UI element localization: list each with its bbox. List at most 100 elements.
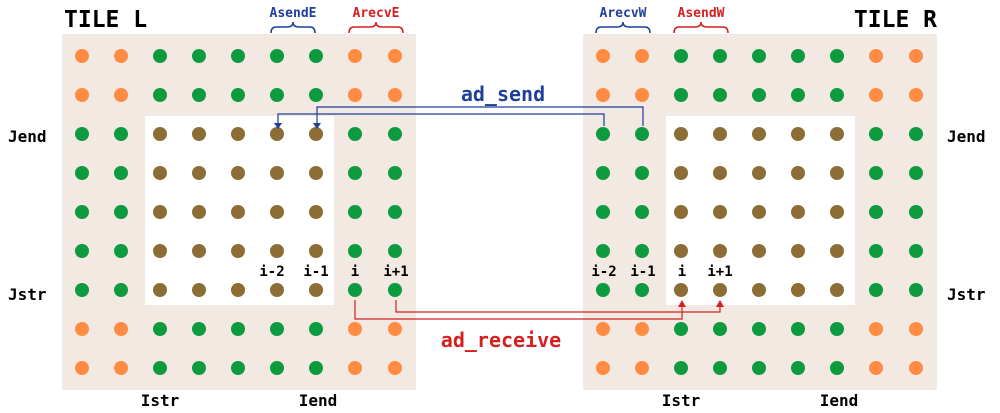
tile-right-dots	[596, 49, 923, 375]
grid-dot-right-r2-c5	[791, 127, 805, 141]
grid-dot-right-r3-c3	[713, 166, 727, 180]
grid-dot-right-r2-c4	[752, 127, 766, 141]
ad-send-arrowhead-2	[313, 123, 321, 129]
grid-dot-left-r0-c6	[309, 49, 323, 63]
grid-dot-right-r7-c0	[596, 322, 610, 336]
grid-dot-right-r0-c7	[869, 49, 883, 63]
grid-dot-left-r3-c4	[231, 166, 245, 180]
grid-dot-left-r4-c8	[388, 205, 402, 219]
brace-left-send	[270, 21, 316, 34]
grid-dot-left-r5-c0	[75, 244, 89, 258]
grid-dot-left-r5-c2	[153, 244, 167, 258]
grid-dot-left-r3-c3	[192, 166, 206, 180]
grid-dot-right-r2-c2	[674, 127, 688, 141]
grid-dot-left-r5-c3	[192, 244, 206, 258]
grid-dot-left-r6-c7	[348, 283, 362, 297]
grid-dot-right-r7-c4	[752, 322, 766, 336]
index-left-3: i+1	[383, 264, 408, 280]
grid-dot-left-r5-c8	[388, 244, 402, 258]
grid-dot-left-r7-c0	[75, 322, 89, 336]
grid-dot-right-r1-c0	[596, 88, 610, 102]
grid-dot-left-r8-c1	[114, 361, 128, 375]
brace-right-send	[673, 21, 729, 34]
grid-dot-left-r2-c6	[309, 127, 323, 141]
grid-dot-left-r3-c8	[388, 166, 402, 180]
ad-receive-arrowhead-2	[716, 300, 724, 307]
grid-dot-right-r5-c8	[909, 244, 923, 258]
grid-dot-left-r4-c2	[153, 205, 167, 219]
grid-dot-right-r3-c5	[791, 166, 805, 180]
grid-dot-left-r7-c5	[270, 322, 284, 336]
grid-dot-right-r1-c4	[752, 88, 766, 102]
grid-dot-right-r3-c2	[674, 166, 688, 180]
grid-dot-right-r5-c0	[596, 244, 610, 258]
grid-dot-right-r7-c8	[909, 322, 923, 336]
index-right-3: i+1	[707, 264, 732, 280]
grid-dot-left-r1-c3	[192, 88, 206, 102]
grid-dot-right-r6-c6	[830, 283, 844, 297]
grid-dot-left-r0-c0	[75, 49, 89, 63]
grid-dot-right-r5-c5	[791, 244, 805, 258]
grid-dot-right-r2-c0	[596, 127, 610, 141]
grid-dot-right-r2-c1	[635, 127, 649, 141]
ad-send-arrowhead-1	[274, 123, 282, 129]
grid-dot-left-r2-c5	[270, 127, 284, 141]
index-left-1: i-1	[303, 264, 328, 280]
grid-dot-right-r4-c6	[830, 205, 844, 219]
grid-dot-left-r1-c1	[114, 88, 128, 102]
grid-dot-right-r0-c5	[791, 49, 805, 63]
grid-dot-right-r8-c5	[791, 361, 805, 375]
grid-dot-right-r8-c8	[909, 361, 923, 375]
grid-dot-right-r1-c5	[791, 88, 805, 102]
grid-dot-right-r6-c3	[713, 283, 727, 297]
grid-dot-left-r6-c8	[388, 283, 402, 297]
grid-dot-left-r1-c8	[388, 88, 402, 102]
label-jend-left: Jend	[8, 127, 47, 146]
grid-dot-left-r5-c6	[309, 244, 323, 258]
grid-dot-right-r8-c6	[830, 361, 844, 375]
grid-dot-left-r5-c1	[114, 244, 128, 258]
grid-dot-right-r4-c0	[596, 205, 610, 219]
ad-receive-label: ad_receive	[441, 328, 561, 352]
label-istr-right: Istr	[662, 391, 701, 410]
brace-left-send-label: AsendE	[270, 6, 317, 21]
grid-dot-right-r0-c2	[674, 49, 688, 63]
grid-dot-right-r6-c5	[791, 283, 805, 297]
grid-dot-left-r1-c0	[75, 88, 89, 102]
grid-dot-left-r6-c1	[114, 283, 128, 297]
grid-dot-right-r4-c1	[635, 205, 649, 219]
grid-dot-left-r8-c0	[75, 361, 89, 375]
grid-dot-right-r8-c2	[674, 361, 688, 375]
grid-dot-left-r7-c8	[388, 322, 402, 336]
brace-right-send-label: AsendW	[678, 6, 725, 21]
grid-dot-right-r3-c4	[752, 166, 766, 180]
grid-dot-left-r4-c3	[192, 205, 206, 219]
grid-dot-left-r7-c6	[309, 322, 323, 336]
grid-dot-right-r8-c1	[635, 361, 649, 375]
tile-right-title: TILE R	[854, 7, 937, 33]
grid-dot-right-r4-c2	[674, 205, 688, 219]
grid-dot-right-r0-c6	[830, 49, 844, 63]
grid-dot-left-r6-c5	[270, 283, 284, 297]
grid-dot-right-r6-c0	[596, 283, 610, 297]
grid-dot-right-r3-c6	[830, 166, 844, 180]
grid-dot-right-r8-c0	[596, 361, 610, 375]
index-right-2: i	[678, 264, 686, 280]
grid-dot-left-r4-c4	[231, 205, 245, 219]
grid-dot-right-r1-c7	[869, 88, 883, 102]
grid-dot-right-r3-c1	[635, 166, 649, 180]
label-jstr-right: Jstr	[947, 285, 986, 304]
grid-dot-right-r0-c3	[713, 49, 727, 63]
grid-dot-left-r1-c5	[270, 88, 284, 102]
grid-dot-left-r7-c3	[192, 322, 206, 336]
grid-dot-right-r5-c1	[635, 244, 649, 258]
ad-send-arrows	[277, 106, 644, 126]
grid-dot-right-r3-c7	[869, 166, 883, 180]
grid-dot-right-r1-c2	[674, 88, 688, 102]
grid-dot-right-r7-c7	[869, 322, 883, 336]
grid-dot-right-r8-c3	[713, 361, 727, 375]
grid-dot-left-r0-c4	[231, 49, 245, 63]
tile-left-dots	[75, 49, 402, 375]
brace-right-recv-label: ArecvW	[600, 6, 647, 21]
